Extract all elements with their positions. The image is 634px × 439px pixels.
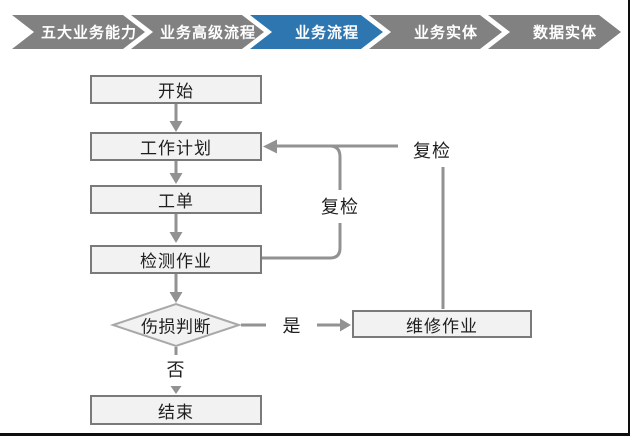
tab-label: 数据实体 <box>533 24 597 42</box>
connector-recheck-inner-lower <box>262 223 342 260</box>
node-damage-decision-label: 伤损判断 <box>141 317 211 337</box>
page-border-right <box>628 0 630 436</box>
chevron-shape <box>131 15 264 49</box>
decision-diamond <box>109 302 243 348</box>
edge-label-yes: 是 <box>280 312 304 338</box>
tab-data-entity[interactable]: 数据实体 <box>488 15 621 49</box>
tab-label: 五大业务能力 <box>41 24 137 42</box>
node-inspection-job: 检测作业 <box>90 245 262 274</box>
tab-business-process-active[interactable]: 业务流程 <box>250 15 383 49</box>
node-work-order-label: 工单 <box>158 192 194 211</box>
arrowhead-down-icon <box>169 121 183 132</box>
arrowhead-left-icon <box>263 139 277 154</box>
node-start: 开始 <box>90 75 262 104</box>
edge-label-no: 否 <box>164 356 188 382</box>
node-repair-job: 维修作业 <box>352 310 532 338</box>
edge-label-recheck-inner: 复检 <box>319 193 361 219</box>
node-end-label: 结束 <box>158 402 194 422</box>
tab-label: 业务流程 <box>295 24 359 42</box>
arrowhead-right-icon <box>340 318 351 332</box>
chevron-shape <box>369 15 502 49</box>
edge-label-recheck-outer: 复检 <box>411 137 453 163</box>
node-work-order: 工单 <box>90 185 262 214</box>
node-repair-job-label: 维修作业 <box>406 316 478 336</box>
chevron-shape <box>12 15 145 49</box>
arrowhead-down-icon <box>169 232 183 243</box>
chevron-shape <box>250 15 383 49</box>
node-work-plan-label: 工作计划 <box>140 139 212 158</box>
node-inspection-job-label: 检测作业 <box>140 252 212 271</box>
node-end: 结束 <box>90 395 262 425</box>
tab-label: 业务高级流程 <box>160 24 256 42</box>
node-work-plan: 工作计划 <box>90 132 262 161</box>
tab-business-highlevel-process[interactable]: 业务高级流程 <box>131 15 264 49</box>
tab-five-business-capabilities[interactable]: 五大业务能力 <box>12 15 145 49</box>
node-start-label: 开始 <box>158 82 194 101</box>
arrowhead-down-small-icon <box>170 386 182 394</box>
page-border-bottom <box>0 433 630 436</box>
tab-business-entity[interactable]: 业务实体 <box>369 15 502 49</box>
breadcrumb: 五大业务能力 业务高级流程 业务流程 业务实体 数据实体 <box>12 15 621 49</box>
connector-recheck-inner-upper <box>329 144 342 190</box>
chevron-shape <box>488 15 621 49</box>
arrowhead-down-icon <box>169 292 183 303</box>
arrowhead-down-icon <box>169 173 183 184</box>
tab-label: 业务实体 <box>414 24 478 42</box>
